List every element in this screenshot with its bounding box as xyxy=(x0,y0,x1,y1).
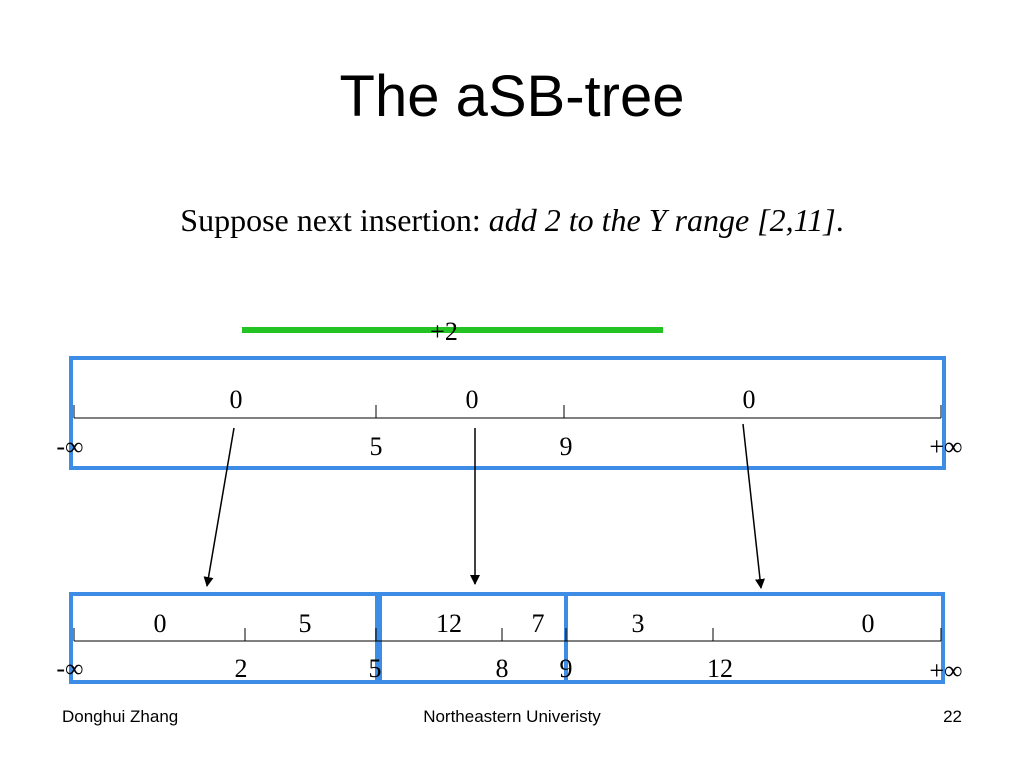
leaf-node-box-2 xyxy=(378,592,568,684)
leaf-key: +∞ xyxy=(929,656,962,685)
root-value: 0 xyxy=(230,385,243,414)
root-value: 0 xyxy=(743,385,756,414)
subtitle-suffix: . xyxy=(835,202,844,238)
leaf-key: 5 xyxy=(369,654,382,683)
leaf-key: 8 xyxy=(496,654,509,683)
root-key: +∞ xyxy=(929,432,962,461)
root-node-box xyxy=(69,356,946,470)
leaf-value: 5 xyxy=(299,609,312,638)
subtitle-italic: add 2 to the Y range [2,11] xyxy=(488,202,836,238)
root-value: 0 xyxy=(466,385,479,414)
leaf-key: 9 xyxy=(560,654,573,683)
footer-page-number: 22 xyxy=(943,707,962,726)
slide-title: The aSB-tree xyxy=(339,64,685,129)
leaf-key: -∞ xyxy=(56,654,83,683)
slide-subtitle: Suppose next insertion: add 2 to the Y r… xyxy=(0,198,1024,242)
leaf-key: 12 xyxy=(707,654,733,683)
pointer-arrow xyxy=(742,423,765,589)
footer-author: Donghui Zhang xyxy=(62,707,179,726)
root-key: -∞ xyxy=(56,432,83,461)
insertion-label: +2 xyxy=(430,317,458,346)
footer-institution: Northeastern Univeristy xyxy=(423,707,601,726)
pointer-arrow xyxy=(203,427,235,587)
leaf-value: 0 xyxy=(862,609,875,638)
root-key: 9 xyxy=(560,432,573,461)
root-key: 5 xyxy=(370,432,383,461)
subtitle-prefix: Suppose next insertion: xyxy=(180,202,489,238)
leaf-value: 7 xyxy=(532,609,545,638)
leaf-key: 2 xyxy=(235,654,248,683)
leaf-value: 0 xyxy=(154,609,167,638)
leaf-value: 12 xyxy=(436,609,462,638)
leaf-value: 3 xyxy=(632,609,645,638)
leaf-node-box-3 xyxy=(564,592,945,684)
leaf-node-box-1 xyxy=(69,592,379,684)
